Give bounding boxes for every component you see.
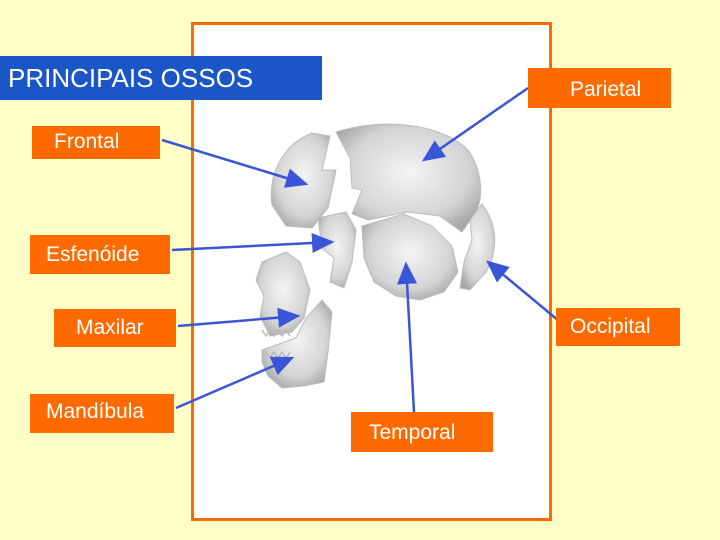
label-occipital: Occipital	[556, 308, 680, 346]
label-frontal: Frontal	[32, 126, 160, 159]
label-maxilar: Maxilar	[54, 309, 176, 347]
occipital-bone	[459, 203, 496, 291]
arrow-frontal	[161, 138, 309, 188]
arrow-parietal	[421, 86, 529, 162]
arrow-maxilar	[177, 307, 301, 328]
frontal-bone	[270, 132, 337, 229]
temporal-bone	[361, 213, 459, 301]
sphenoid-bone	[317, 211, 357, 289]
arrow-occipital	[486, 260, 566, 327]
arrow-esfenoide	[171, 233, 335, 253]
label-temporal: Temporal	[351, 412, 493, 452]
arrow-mandibula	[175, 356, 295, 410]
label-mandibula: Mandíbula	[30, 394, 174, 433]
arrow-temporal	[397, 261, 418, 413]
maxilla-bone	[255, 251, 311, 337]
label-esfenoide: Esfenóide	[30, 235, 170, 274]
label-parietal: Parietal	[528, 68, 671, 108]
page-title: PRINCIPAIS OSSOS	[0, 56, 322, 100]
upper-teeth	[261, 328, 291, 338]
